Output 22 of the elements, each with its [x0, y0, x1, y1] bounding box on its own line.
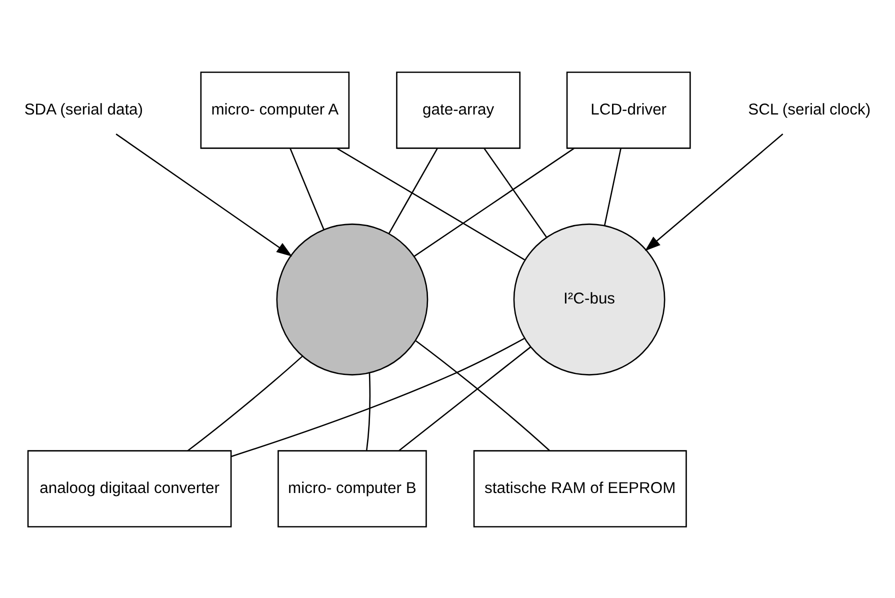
- connector: [336, 147, 525, 260]
- arrow: [644, 133, 784, 251]
- node-circle: I²C-bus: [513, 223, 666, 375]
- node-box: micro- computer B: [278, 450, 427, 527]
- connector: [187, 355, 303, 451]
- connector: [414, 147, 574, 256]
- node-box: analoog digitaal converter: [27, 450, 232, 527]
- connector: [398, 346, 532, 451]
- connector: [604, 148, 622, 226]
- arrow: [116, 133, 292, 256]
- node-text: SDA (serial data): [24, 100, 144, 118]
- node-box: micro- computer A: [200, 71, 350, 148]
- node-text: SCL (serial clock): [748, 100, 871, 118]
- connector: [231, 337, 525, 457]
- connector: [484, 148, 547, 238]
- connector: [366, 372, 371, 450]
- node-box: LCD-driver: [566, 71, 691, 148]
- connector: [416, 340, 550, 451]
- node-box: gate-array: [396, 71, 521, 148]
- connector: [290, 148, 324, 230]
- node-box: statische RAM of EEPROM: [473, 450, 687, 527]
- connector: [388, 148, 438, 234]
